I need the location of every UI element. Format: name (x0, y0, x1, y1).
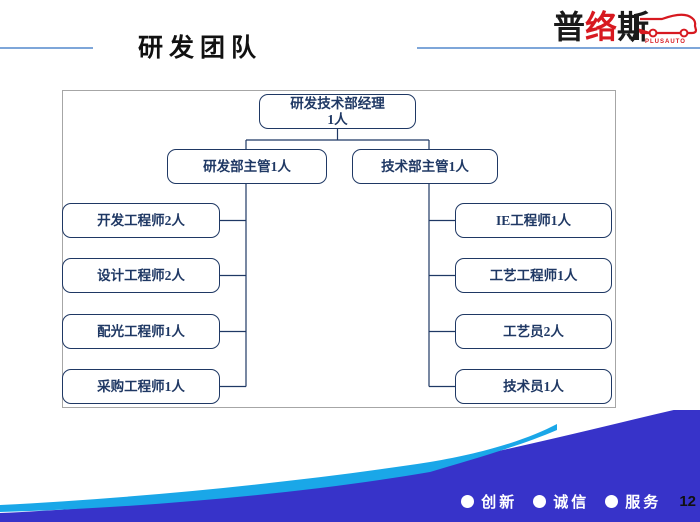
footer-value-label: 诚信 (553, 494, 590, 511)
bullet-dot-icon (605, 495, 619, 508)
header-rule-right (417, 47, 700, 49)
org-node-left-0[interactable]: 开发工程师2人 (62, 203, 220, 238)
footer-text: 创新 诚信 服务 12 (461, 491, 696, 512)
footer-value-label: 服务 (625, 494, 662, 511)
org-node-left-3[interactable]: 采购工程师1人 (62, 369, 220, 404)
org-node-label: 采购工程师1人 (97, 378, 185, 394)
footer-value-innovation: 创新 (461, 491, 517, 512)
org-node-label: 工艺员2人 (503, 323, 564, 339)
header-rule-left (0, 47, 93, 49)
org-node-left-1[interactable]: 设计工程师2人 (62, 258, 220, 293)
logo-char: 斯 (617, 9, 650, 45)
org-node-label: 研发部主管1人 (203, 158, 291, 174)
footer-value-service: 服务 (605, 491, 661, 512)
logo-text: 普络斯 (553, 8, 649, 46)
org-node-label: 技术部主管1人 (381, 158, 469, 174)
logo-char: 普 (553, 9, 586, 45)
page-title: 研发团队 (138, 34, 263, 62)
org-node-label: 配光工程师1人 (97, 323, 185, 339)
org-node-right-1[interactable]: 工艺工程师1人 (455, 258, 612, 293)
org-node-right-2[interactable]: 工艺员2人 (455, 314, 612, 349)
org-node-right-3[interactable]: 技术员1人 (455, 369, 612, 404)
org-chart-frame (62, 90, 616, 408)
company-logo: 普络斯 PLUSAUTO (548, 6, 698, 50)
org-node-label: 设计工程师2人 (97, 267, 185, 283)
org-node-label: 研发技术部经理 (290, 95, 385, 111)
logo-subtext: PLUSAUTO (645, 39, 686, 45)
footer-value-label: 创新 (481, 494, 518, 511)
page-number: 12 (679, 493, 696, 510)
bullet-dot-icon (461, 495, 475, 508)
footer-value-integrity: 诚信 (533, 491, 589, 512)
footer-wave (0, 410, 700, 522)
org-node-manager[interactable]: 研发技术部经理 1人 (259, 94, 416, 129)
org-node-right-0[interactable]: IE工程师1人 (455, 203, 612, 238)
org-node-tech-supervisor[interactable]: 技术部主管1人 (352, 149, 498, 184)
org-node-label: 工艺工程师1人 (489, 267, 578, 283)
org-node-label: 技术员1人 (503, 378, 564, 394)
org-node-label: 开发工程师2人 (97, 212, 185, 228)
org-node-count: 1人 (327, 111, 348, 127)
bullet-dot-icon (533, 495, 547, 508)
logo-char: 络 (585, 9, 618, 45)
org-node-left-2[interactable]: 配光工程师1人 (62, 314, 220, 349)
org-node-label: IE工程师1人 (495, 212, 571, 228)
org-node-rd-supervisor[interactable]: 研发部主管1人 (167, 149, 327, 184)
car-outline-icon (634, 13, 698, 40)
